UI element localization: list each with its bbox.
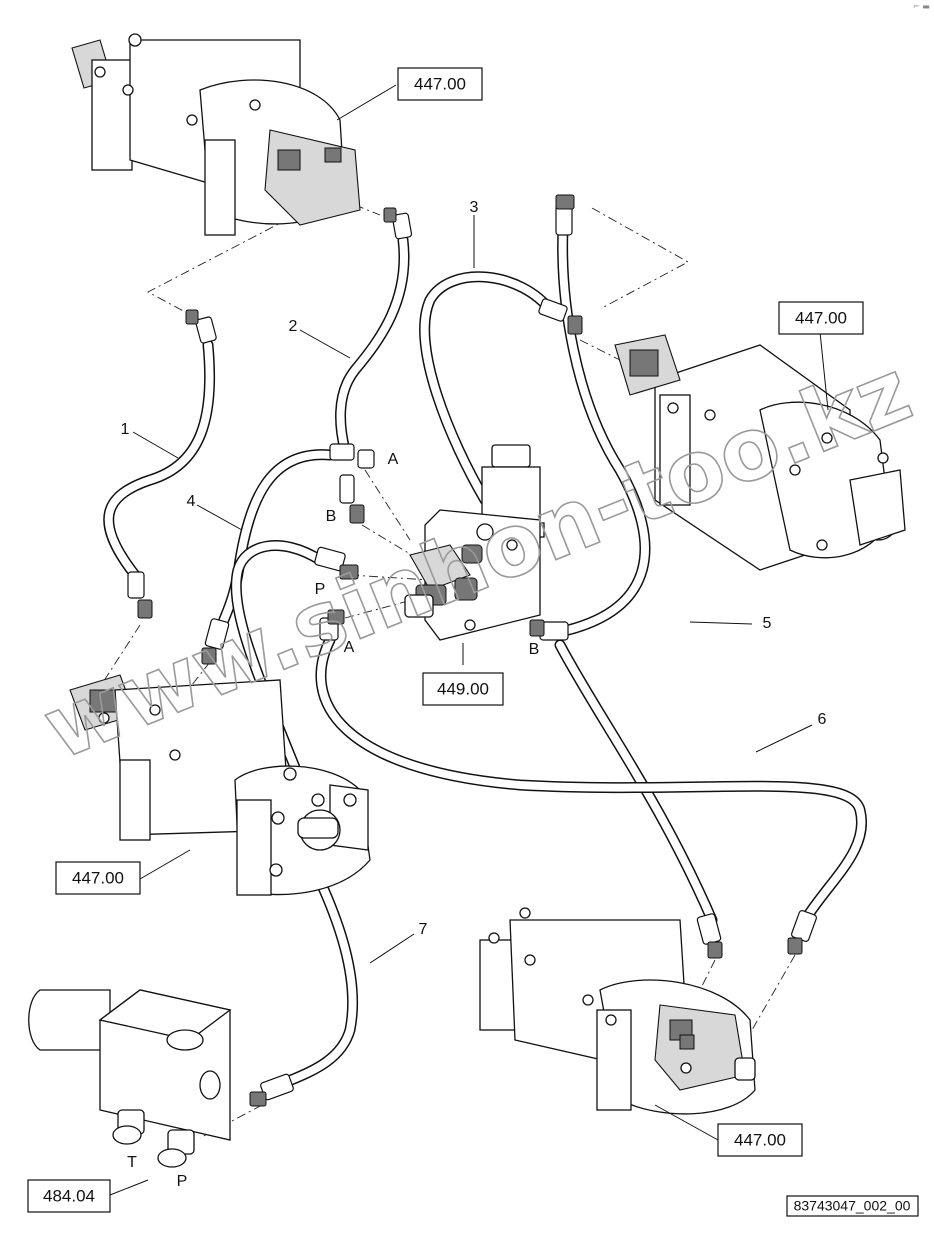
label-pump-block: 484.04	[43, 1186, 95, 1205]
hose-number-2: 2	[289, 318, 298, 335]
label-cyl-bottom-right: 447.00	[734, 1130, 786, 1149]
hose-fittings	[127, 194, 818, 1107]
part-label-boxes: 447.00 447.00 449.00 447.00 447.00 484.0…	[27, 67, 864, 1213]
port-a-upper: A	[388, 451, 399, 468]
hoses	[103, 222, 867, 1091]
port-p-pump: P	[177, 1173, 188, 1190]
label-box-cyl-left	[55, 861, 141, 895]
port-a-lower: A	[344, 639, 355, 656]
corner-mark: ⌐ ▬	[913, 2, 930, 11]
hose-number-1: 1	[121, 421, 130, 438]
label-box-valve	[422, 672, 504, 706]
valve-block	[404, 444, 545, 641]
cylinder-left	[69, 674, 371, 896]
label-valve: 449.00	[437, 679, 489, 698]
label-cyl-right: 447.00	[795, 308, 847, 327]
hose-number-7: 7	[419, 921, 428, 938]
port-p: P	[315, 581, 326, 598]
hose-number-3: 3	[470, 199, 479, 216]
drawing-id: 83743047_002_00	[794, 1198, 911, 1214]
label-box-cyl-right	[778, 301, 864, 335]
cylinder-bottom-right	[479, 907, 756, 1115]
port-b-upper: B	[326, 508, 337, 525]
hose-number-5: 5	[763, 615, 772, 632]
port-labels: A B P A B T P	[127, 451, 539, 1190]
label-box-cyl-top-left	[397, 67, 483, 101]
hose-number-4: 4	[187, 493, 196, 510]
leader-lines	[109, 84, 829, 1196]
drawing-id-box	[786, 1195, 919, 1217]
hose-numbers: 1 2 3 4 5 6 7	[121, 199, 827, 938]
label-box-pump-block	[27, 1179, 111, 1213]
cylinder-top-left	[71, 33, 361, 236]
label-box-cyl-bottom-right	[717, 1123, 803, 1157]
pump-block	[28, 989, 232, 1168]
cylinder-right	[614, 334, 906, 571]
port-t: T	[127, 1154, 137, 1171]
label-cyl-top-left: 447.00	[414, 74, 466, 93]
port-b-lower: B	[529, 641, 540, 658]
label-cyl-left: 447.00	[72, 868, 124, 887]
hose-number-6: 6	[818, 711, 827, 728]
